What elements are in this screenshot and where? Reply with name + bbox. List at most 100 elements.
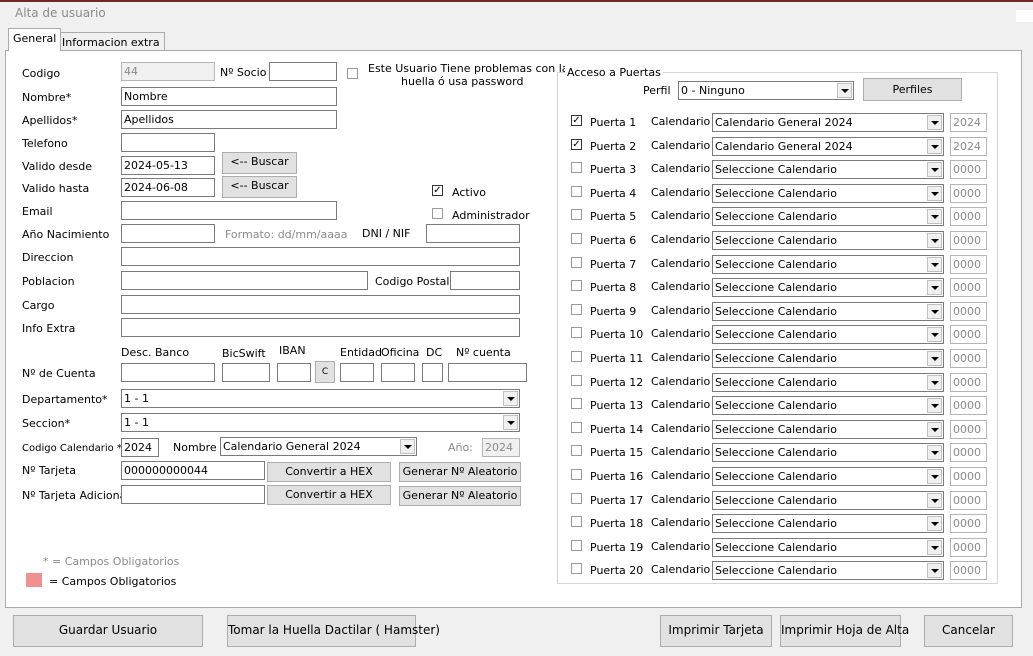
tarjeta-adicional-field[interactable] [121,485,265,504]
imprimir-tarjeta-button[interactable]: Imprimir Tarjeta [660,615,772,647]
iban-calc-button[interactable]: C [315,361,335,383]
dni-field[interactable] [426,224,520,243]
apellidos-field[interactable]: Apellidos [121,110,337,129]
valido-desde-buscar-button[interactable]: <-- Buscar [222,152,297,174]
puerta-checkbox[interactable]: ✓ [571,139,582,150]
puerta-codigo-field: 0000 [950,396,987,415]
perfiles-button[interactable]: Perfiles [863,78,962,101]
huella-password-label-line1: Este Usuario Tiene problemas con la [368,62,569,75]
puerta-checkbox[interactable] [571,469,582,480]
tab-general[interactable]: General [8,28,62,51]
puerta-calendario-dropdown[interactable]: Seleccione Calendario [712,349,944,368]
puerta-checkbox[interactable] [571,493,582,504]
required-color-swatch [26,573,42,587]
puerta-calendario-dropdown[interactable]: Seleccione Calendario [712,561,944,580]
chevron-down-icon [927,186,942,201]
valido-hasta-field[interactable]: 2024-06-08 [121,178,215,197]
puerta-calendario-dropdown[interactable]: Seleccione Calendario [712,420,944,439]
puerta-calendario-dropdown[interactable]: Seleccione Calendario [712,207,944,226]
chevron-down-icon [927,304,942,319]
window-close-area[interactable] [1016,10,1033,22]
puerta-calendario-dropdown[interactable]: Seleccione Calendario [712,396,944,415]
puerta-calendario-dropdown[interactable]: Seleccione Calendario [712,491,944,510]
puerta-calendario-dropdown[interactable]: Seleccione Calendario [712,231,944,250]
socio-field[interactable] [269,62,337,81]
email-field[interactable] [121,201,337,220]
nacimiento-format-hint: Formato: dd/mm/aaaa [225,228,348,241]
puerta-calendario-dropdown[interactable]: Seleccione Calendario [712,443,944,462]
puerta-calendario-dropdown[interactable]: Seleccione Calendario [712,255,944,274]
activo-checkbox[interactable]: ✓ [432,185,443,196]
poblacion-label: Poblacion [22,275,75,288]
puerta-calendario-dropdown[interactable]: Seleccione Calendario [712,538,944,557]
puerta-calendario-dropdown[interactable]: Seleccione Calendario [712,373,944,392]
cancelar-button[interactable]: Cancelar [924,615,1013,647]
puerta-checkbox[interactable] [571,563,582,574]
puerta-checkbox[interactable] [571,398,582,409]
administrador-checkbox[interactable] [432,208,443,219]
puerta-checkbox[interactable] [571,280,582,291]
puerta-checkbox[interactable] [571,327,582,338]
imprimir-hoja-alta-button[interactable]: Imprimir Hoja de Alta [780,615,909,647]
puerta-calendario-value: Seleccione Calendario [715,517,837,530]
tarjeta-adicional-generar-aleatorio-button[interactable]: Generar Nº Aleatorio [399,486,521,506]
tarjeta-field[interactable]: 000000000044 [121,461,265,480]
valido-hasta-buscar-button[interactable]: <-- Buscar [222,176,297,198]
entidad-field[interactable] [340,363,374,382]
tomar-huella-button[interactable]: Tomar la Huella Dactilar ( Hamster) [227,615,440,647]
iban-field[interactable] [277,363,311,382]
seccion-dropdown[interactable]: 1 - 1 [121,413,520,432]
puerta-calendario-dropdown[interactable]: Seleccione Calendario [712,514,944,533]
tab-informacion-extra[interactable]: Informacion extra [57,32,165,53]
telefono-field[interactable] [121,133,215,152]
bicswift-field[interactable] [222,363,270,382]
puerta-checkbox[interactable] [571,375,582,386]
puerta-checkbox[interactable] [571,422,582,433]
poblacion-field[interactable] [121,271,368,290]
puerta-codigo-field: 0000 [950,207,987,226]
puerta-checkbox[interactable] [571,257,582,268]
valido-desde-field[interactable]: 2024-05-13 [121,156,215,175]
tarjeta-adicional-convertir-hex-button[interactable]: Convertir a HEX [267,485,391,505]
puerta-checkbox[interactable] [571,162,582,173]
puerta-checkbox[interactable] [571,445,582,456]
puerta-checkbox[interactable] [571,351,582,362]
puerta-checkbox[interactable] [571,233,582,244]
puerta-checkbox[interactable] [571,304,582,315]
dc-field[interactable] [422,363,443,382]
codigo-calendario-field[interactable]: 2024 [121,438,159,457]
puerta-calendario-dropdown[interactable]: Seleccione Calendario [712,467,944,486]
oficina-field[interactable] [381,363,415,382]
departamento-dropdown[interactable]: 1 - 1 [121,389,520,408]
nacimiento-field[interactable] [121,224,215,243]
info-extra-field[interactable] [121,318,520,337]
puerta-codigo-field: 0000 [950,443,987,462]
cargo-field[interactable] [121,295,520,314]
puerta-checkbox[interactable] [571,209,582,220]
perfil-dropdown[interactable]: 0 - Ninguno [678,81,854,100]
puerta-calendario-dropdown[interactable]: Seleccione Calendario [712,278,944,297]
puerta-calendario-dropdown[interactable]: Seleccione Calendario [712,325,944,344]
puerta-checkbox[interactable] [571,516,582,527]
numero-cuenta-field[interactable] [448,363,527,382]
puerta-calendario-dropdown[interactable]: Seleccione Calendario [712,302,944,321]
puerta-calendario-dropdown[interactable]: Seleccione Calendario [712,160,944,179]
puerta-name: Puerta 10 [590,328,644,341]
huella-password-checkbox[interactable] [347,68,358,79]
puerta-calendario-dropdown[interactable]: Calendario General 2024 [712,137,944,156]
desc-banco-field[interactable] [121,363,215,382]
tarjeta-convertir-hex-button[interactable]: Convertir a HEX [267,462,391,482]
codigo-postal-field[interactable] [450,271,520,290]
puerta-calendario-dropdown[interactable]: Seleccione Calendario [712,184,944,203]
puerta-checkbox[interactable] [571,186,582,197]
puerta-calendario-dropdown[interactable]: Calendario General 2024 [712,113,944,132]
guardar-usuario-button[interactable]: Guardar Usuario [13,615,203,647]
calendario-nombre-dropdown[interactable]: Calendario General 2024 [220,437,417,456]
nacimiento-label: Año Nacimiento [22,228,110,241]
direccion-field[interactable] [121,247,520,266]
puerta-codigo-field: 0000 [950,325,987,344]
nombre-field[interactable]: Nombre [121,87,337,106]
puerta-checkbox[interactable] [571,540,582,551]
puerta-checkbox[interactable]: ✓ [571,115,582,126]
tarjeta-generar-aleatorio-button[interactable]: Generar Nº Aleatorio [399,462,521,482]
